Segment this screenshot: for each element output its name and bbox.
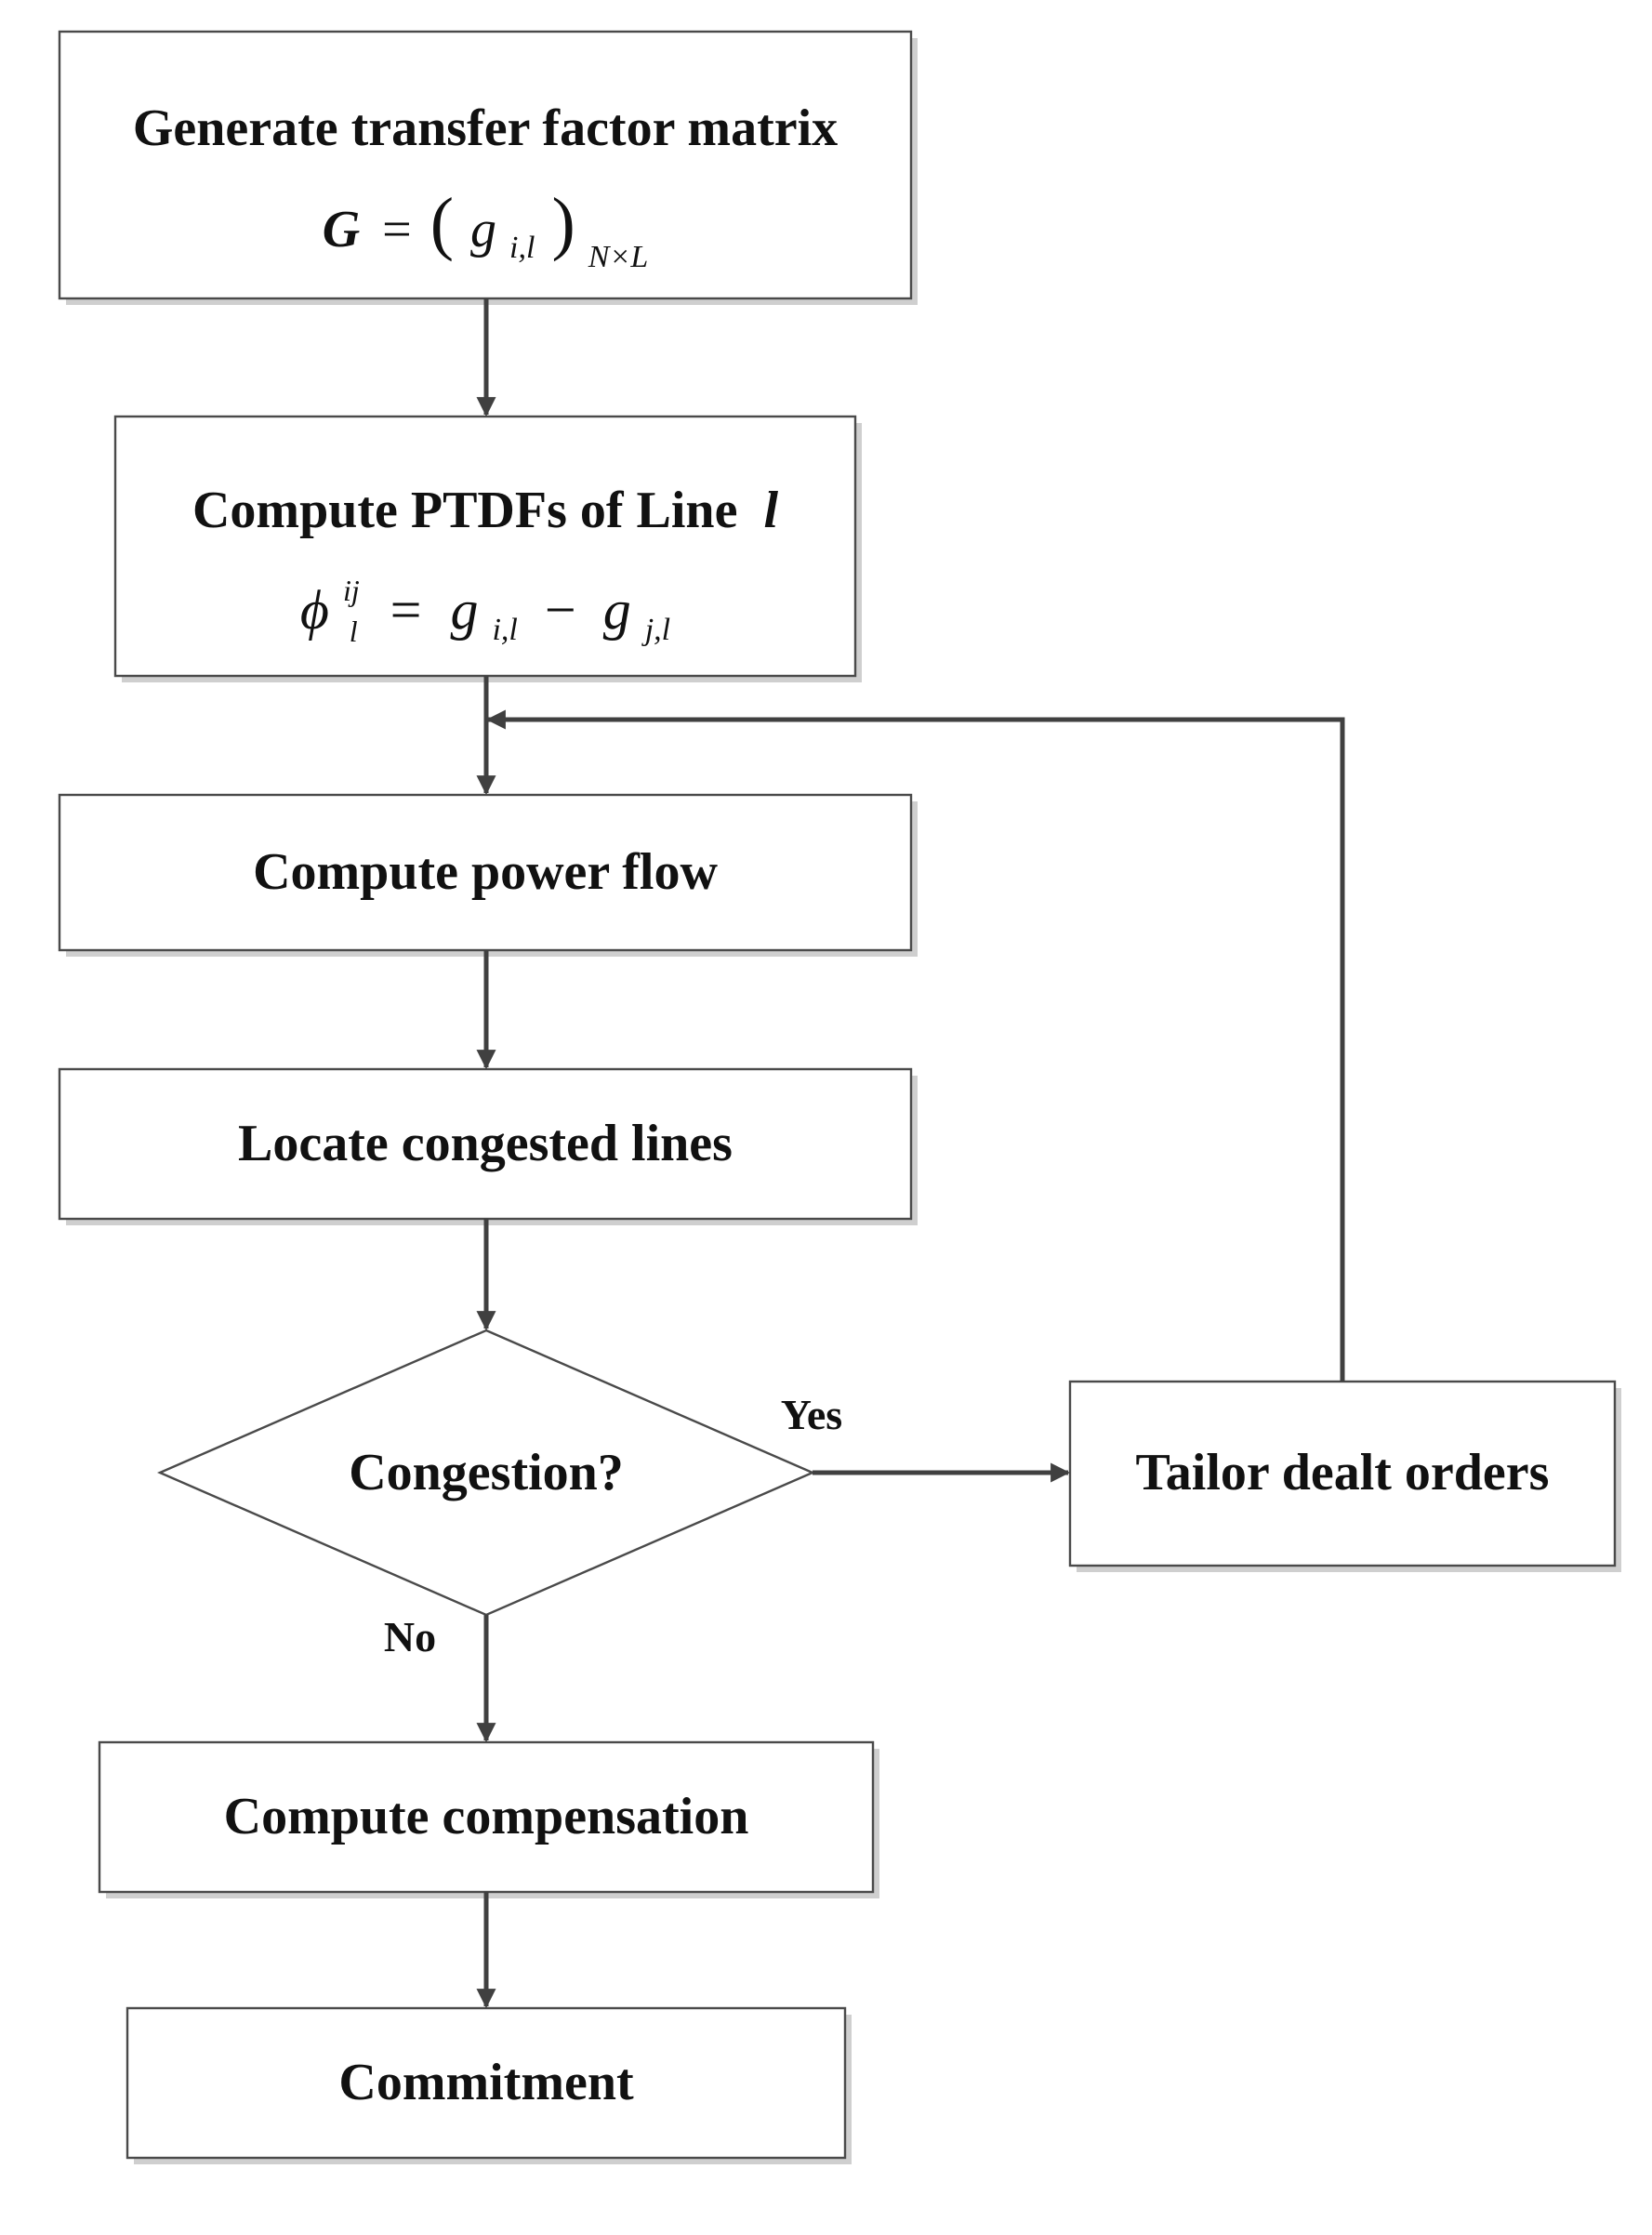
node-generate-matrix-label: Generate transfer factor matrix (133, 99, 838, 157)
formula-ptdf: ϕ ij l = g i,l − g j,l (300, 551, 670, 654)
decision-congestion-label: Congestion? (349, 1444, 624, 1501)
node-tailor-dealt-orders-label: Tailor dealt orders (1136, 1444, 1550, 1501)
node-commitment-label: Commitment (338, 2054, 634, 2111)
decision-congestion: Congestion? (156, 1329, 816, 1617)
node-generate-matrix: Generate transfer factor matrix G = ( g … (58, 30, 918, 305)
node-commitment: Commitment (126, 2006, 852, 2164)
node-compute-compensation: Compute compensation (98, 1740, 879, 1898)
edge-label-no: No (384, 1613, 436, 1660)
node-compute-compensation-label: Compute compensation (224, 1788, 749, 1845)
edge-label-yes: Yes (781, 1391, 842, 1438)
formula-transfer-matrix: G = ( g i,l ) N×L (323, 184, 649, 274)
node-compute-power-flow: Compute power flow (58, 793, 918, 957)
edge-tailor-loop-back (485, 709, 1345, 1382)
node-locate-congested-lines: Locate congested lines (58, 1067, 918, 1225)
node-compute-power-flow-label: Compute power flow (253, 843, 718, 901)
node-compute-ptdf-label: Compute PTDFs of Line l (192, 482, 778, 539)
node-compute-ptdf: Compute PTDFs of Line l ϕ ij l = g i,l −… (113, 415, 862, 682)
node-tailor-dealt-orders: Tailor dealt orders (1068, 1380, 1621, 1572)
node-locate-congested-lines-label: Locate congested lines (238, 1115, 733, 1172)
